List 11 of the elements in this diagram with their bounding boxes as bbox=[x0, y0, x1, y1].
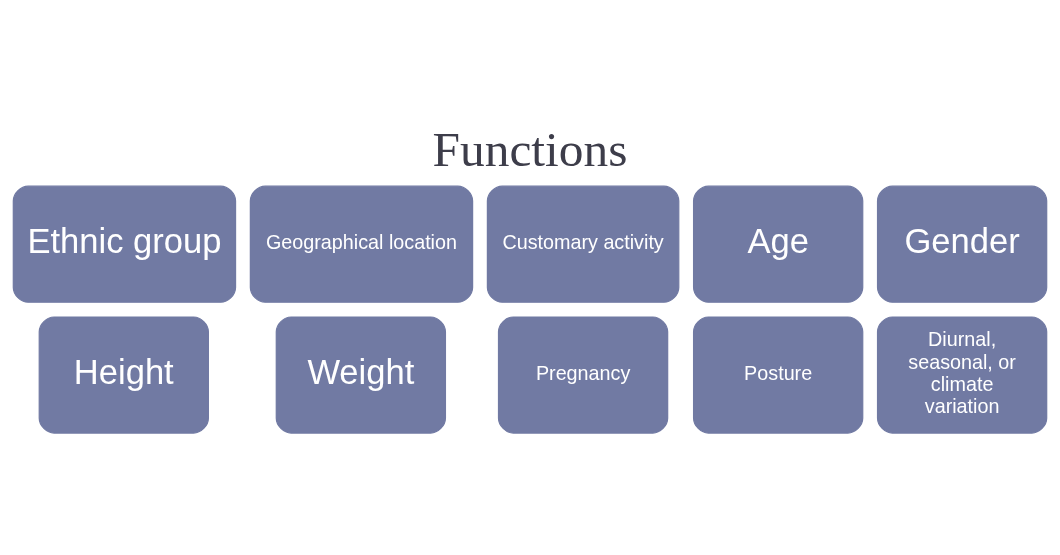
node-box: Gender bbox=[876, 185, 1048, 303]
diagram-title: Functions bbox=[432, 122, 628, 178]
node-box: Height bbox=[38, 316, 209, 434]
node-box: Geographical location bbox=[249, 185, 474, 303]
node-box: Customary activity bbox=[486, 185, 680, 303]
node-box: Pregnancy bbox=[497, 316, 669, 434]
node-box: Weight bbox=[275, 316, 447, 434]
node-box: Age bbox=[692, 185, 864, 303]
node-box: Diurnal, seasonal, or climate variation bbox=[876, 316, 1048, 434]
node-box: Posture bbox=[692, 316, 864, 434]
node-box: Ethnic group bbox=[12, 185, 237, 303]
